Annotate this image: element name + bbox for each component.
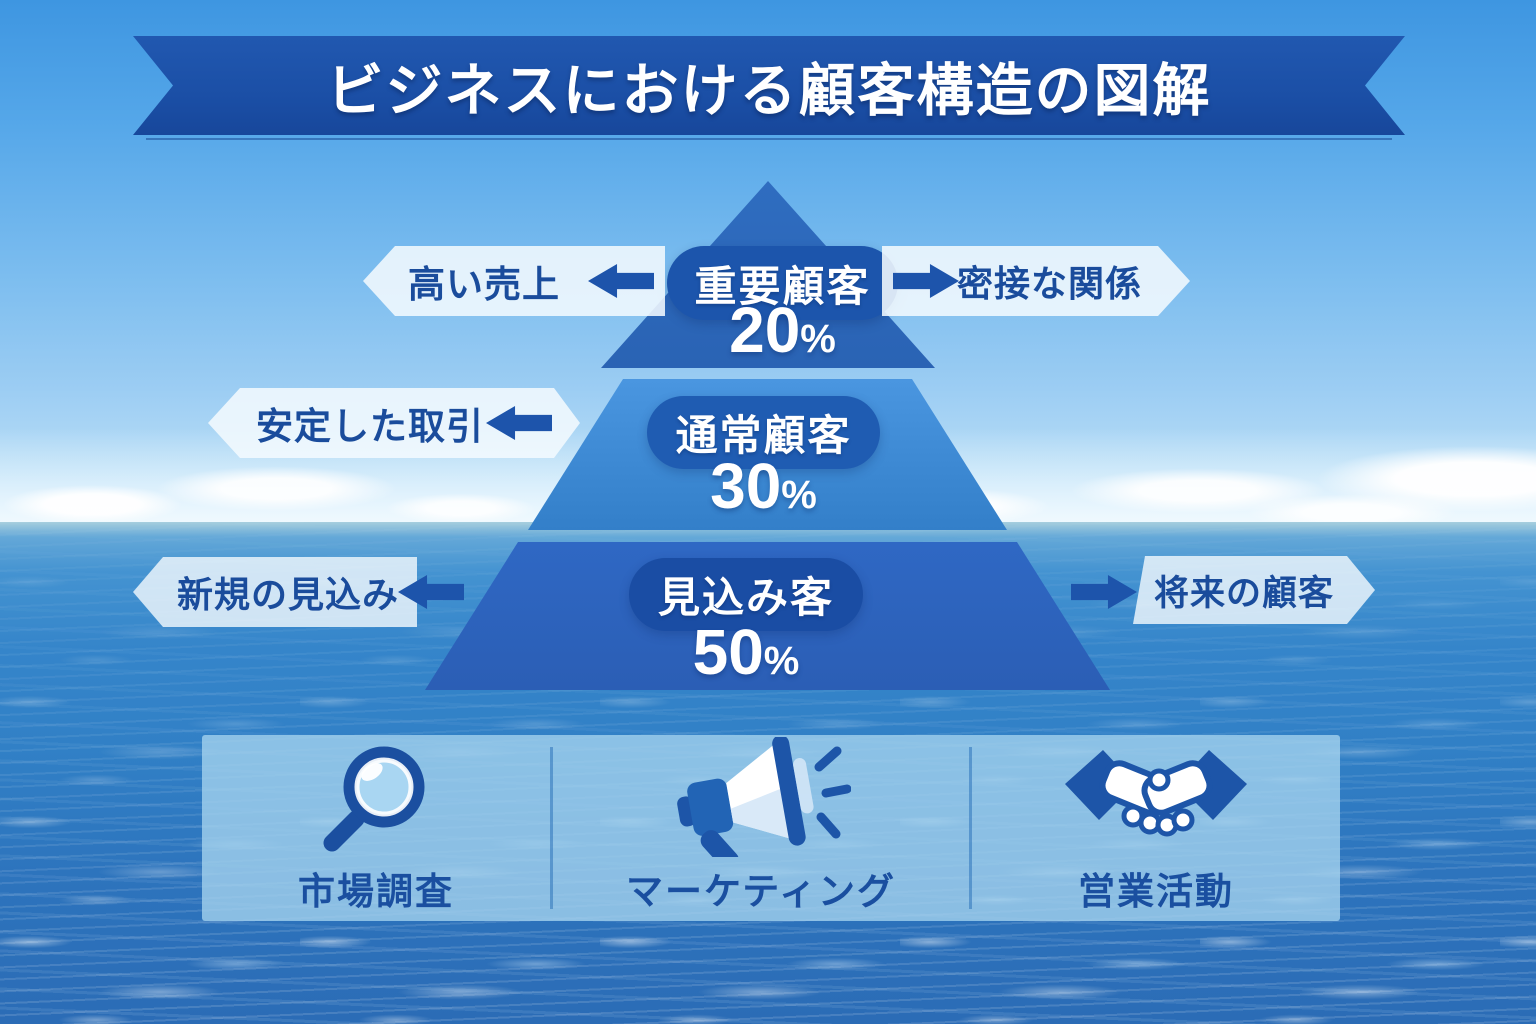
panel-divider: [969, 747, 972, 909]
side-banner-label: 新規の見込み: [176, 574, 399, 615]
footer-item-sales: 営業活動: [972, 735, 1340, 921]
tier-middle-percent: 30%: [647, 450, 880, 522]
megaphone-icon: [671, 737, 851, 857]
footer-panel: 市場調査: [202, 735, 1340, 921]
tier-bottom-percent: 50%: [629, 616, 863, 688]
footer-item-label: マーケティング: [625, 871, 897, 912]
title-ribbon: ビジネスにおける顧客構造の図解: [133, 36, 1405, 135]
footer-item-label: 営業活動: [1078, 871, 1234, 912]
tier-top-percent-value: 20: [729, 294, 801, 366]
panel-divider: [550, 747, 553, 909]
side-banner-label: 将来の顧客: [1153, 573, 1334, 613]
side-banner-label: 高い売上: [408, 264, 560, 305]
page-title: ビジネスにおける顧客構造の図解: [326, 58, 1212, 123]
tier-middle-label: 通常顧客: [675, 412, 852, 459]
ribbon-underline: [146, 138, 1392, 140]
side-banner-new-prospects: 新規の見込み: [133, 557, 417, 627]
tier-bottom-label: 見込み客: [657, 574, 834, 621]
tier-middle-label-pill: 通常顧客: [647, 396, 880, 469]
tier-bottom-label-pill: 見込み客: [629, 558, 863, 631]
tier-top-label-pill: 重要顧客: [667, 246, 898, 320]
tier-bottom-percent-value: 50: [692, 616, 764, 688]
tier-top-percent-unit: %: [800, 317, 836, 361]
tier-middle-percent-unit: %: [781, 473, 817, 517]
tier-bottom-percent-unit: %: [763, 639, 800, 683]
magnifier-icon: [320, 741, 432, 853]
tier-top-percent: 20%: [667, 295, 898, 365]
footer-item-label: 市場調査: [298, 871, 454, 912]
handshake-icon: [1061, 741, 1251, 853]
footer-item-marketing: マーケティング: [553, 735, 969, 921]
tier-top-label: 重要顧客: [694, 262, 871, 310]
footer-item-market-research: 市場調査: [202, 735, 550, 921]
side-banner-label: 安定した取引: [256, 406, 484, 447]
tier-middle-percent-value: 30: [710, 450, 782, 522]
side-banner-future-customers: 将来の顧客: [1133, 556, 1375, 624]
side-banner-label: 密接な関係: [956, 263, 1142, 304]
